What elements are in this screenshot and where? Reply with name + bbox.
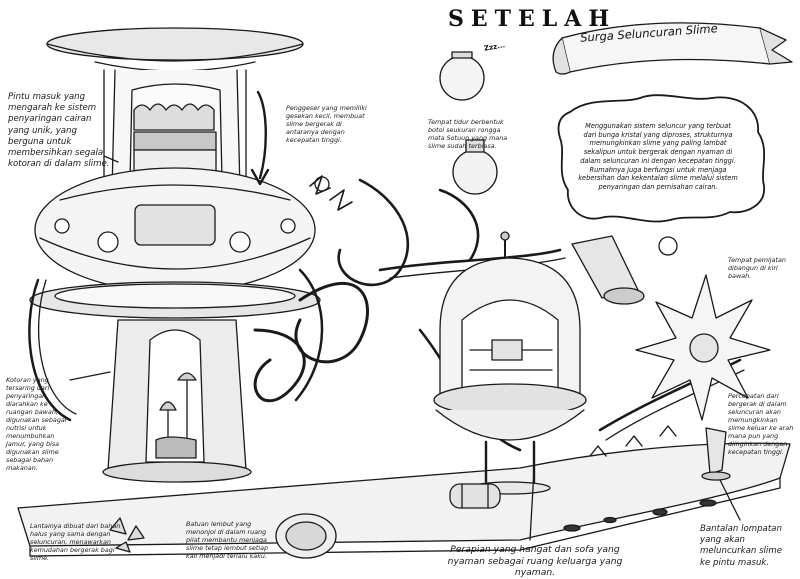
annotation-accel: Percepatan dari bergerak di dalam selunc… bbox=[728, 392, 794, 456]
annotation-stones: Batuan lembut yang menonjol di dalam rua… bbox=[186, 520, 269, 560]
pointer-line bbox=[719, 479, 741, 521]
gear-icon bbox=[658, 236, 678, 256]
slide-pipes bbox=[253, 178, 745, 452]
pointer-line bbox=[69, 371, 111, 381]
bottle-bed bbox=[452, 139, 498, 195]
barrel bbox=[449, 483, 501, 509]
intro-cloud bbox=[557, 94, 766, 223]
stone-pod bbox=[275, 513, 337, 559]
fence bbox=[589, 425, 677, 457]
title-banner bbox=[552, 22, 793, 75]
lightning-icon bbox=[329, 189, 353, 211]
arrow-down-icon bbox=[256, 90, 267, 180]
filter-tower bbox=[28, 27, 324, 483]
crystal-icon bbox=[109, 517, 145, 553]
annotation-fireplace: Perapian yang hangat dan sofa yang nyama… bbox=[447, 544, 623, 578]
annotation-floor: Lantainya dibuat dari bahan halus yang s… bbox=[30, 522, 121, 562]
annotation-jump: Bantalan lompatan yang akan meluncurkan … bbox=[700, 524, 782, 568]
intro-text: Menggunakan sistem seluncur yang terbuat… bbox=[578, 122, 738, 191]
ground-platform bbox=[17, 442, 791, 557]
pointer-line bbox=[529, 469, 535, 541]
barrel-spout bbox=[571, 235, 645, 305]
page-title: SETELAH bbox=[448, 6, 617, 32]
flask-icon bbox=[439, 51, 485, 101]
gear-icon bbox=[314, 176, 330, 192]
jump-pad bbox=[701, 427, 731, 481]
pointer-line bbox=[103, 155, 119, 163]
annotation-slider: Penggeser yang memiliki gesekan kecil, m… bbox=[286, 104, 367, 144]
annotation-sleep: Tempat tidur berbentuk botol seukuran ro… bbox=[428, 118, 508, 150]
annotation-entrance: Pintu masuk yang mengarah ke sistem peny… bbox=[8, 92, 110, 170]
star-launcher bbox=[635, 274, 771, 421]
annotation-dirt: Kotoran yang tersaring dari penyaringan … bbox=[6, 376, 67, 472]
annotation-spawn: Tempat pemijatan dibangun di kiri bawah. bbox=[728, 256, 786, 280]
arrow-head-icon bbox=[250, 168, 270, 186]
